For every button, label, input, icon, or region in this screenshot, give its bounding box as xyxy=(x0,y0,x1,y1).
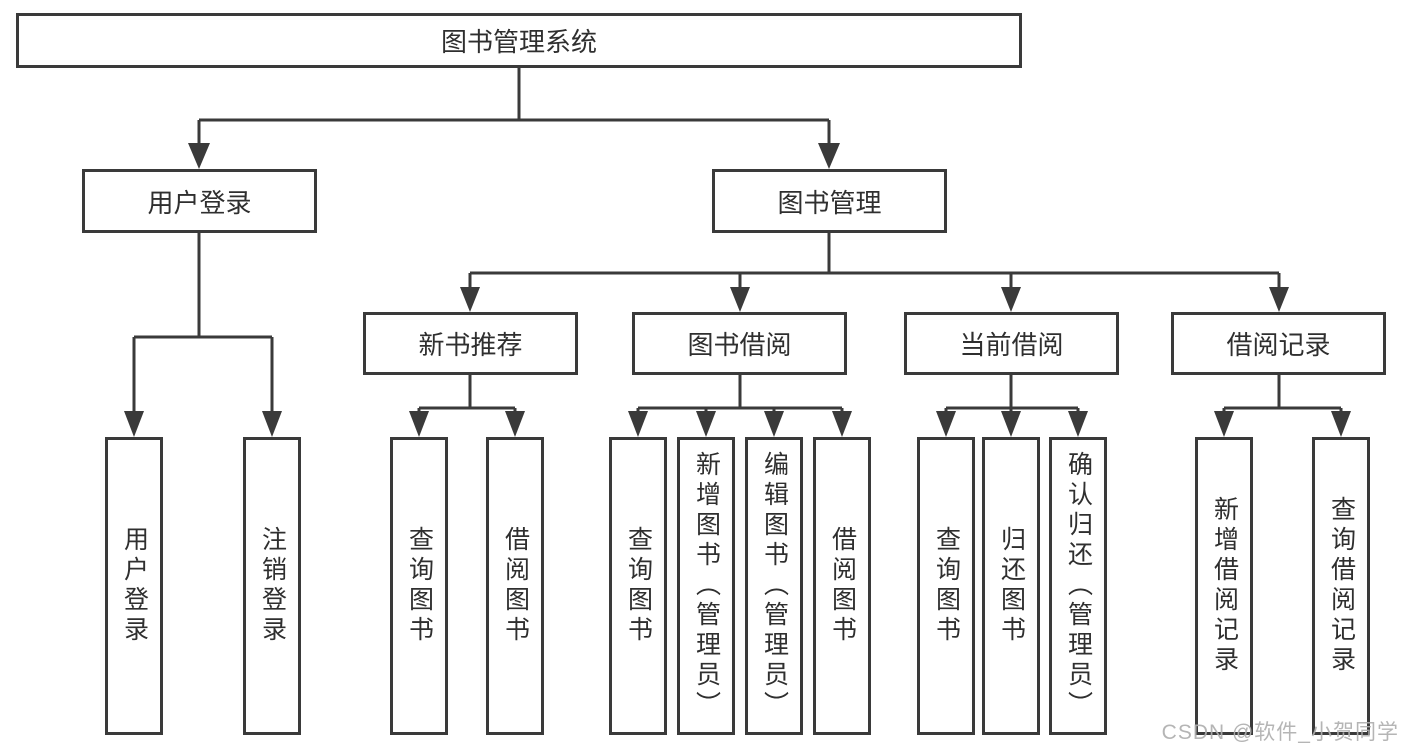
connector-borrowrecords-to-leaves xyxy=(1222,375,1343,422)
connector-root-to-level2 xyxy=(197,68,831,152)
arrow-down-icon xyxy=(1214,411,1234,437)
connector-userlogin-to-leaves xyxy=(132,233,274,420)
leaf-user-login: 用户登录 xyxy=(105,437,163,735)
connector-newbookrec-to-leaves xyxy=(417,375,517,422)
connector-bookmgmt-to-level3 xyxy=(468,233,1281,295)
arrow-down-icon xyxy=(1331,411,1351,437)
arrow-down-icon xyxy=(1001,287,1021,312)
leaf-query-books-borrow: 查询图书 xyxy=(609,437,667,735)
arrow-down-icon xyxy=(409,411,429,437)
arrow-down-icon xyxy=(188,143,210,169)
leaf-borrow-books-rec: 借阅图书 xyxy=(486,437,544,735)
leaf-borrow-books-borrow: 借阅图书 xyxy=(813,437,871,735)
leaf-add-books-admin: 新增图书（管理员） xyxy=(677,437,735,735)
arrow-down-icon xyxy=(460,287,480,312)
arrow-down-icon xyxy=(124,411,144,437)
arrow-down-icon xyxy=(1001,411,1021,437)
leaf-confirm-return-admin: 确认归还（管理员） xyxy=(1049,437,1107,735)
arrow-down-icon xyxy=(936,411,956,437)
arrow-down-icon xyxy=(696,411,716,437)
node-new-book-recommendation: 新书推荐 xyxy=(363,312,578,375)
leaf-query-borrow-record: 查询借阅记录 xyxy=(1312,437,1370,735)
arrow-down-icon xyxy=(1068,411,1088,437)
node-library-management-system: 图书管理系统 xyxy=(16,13,1022,68)
arrow-down-icon xyxy=(730,287,750,312)
arrow-down-icon xyxy=(818,143,840,169)
leaf-query-books-current: 查询图书 xyxy=(917,437,975,735)
node-user-login: 用户登录 xyxy=(82,169,317,233)
leaf-logout: 注销登录 xyxy=(243,437,301,735)
arrow-down-icon xyxy=(764,411,784,437)
arrow-down-icon xyxy=(1269,287,1289,312)
node-current-borrowing: 当前借阅 xyxy=(904,312,1119,375)
leaf-query-books-rec: 查询图书 xyxy=(390,437,448,735)
arrow-down-icon xyxy=(628,411,648,437)
arrow-down-icon xyxy=(832,411,852,437)
node-book-borrowing: 图书借阅 xyxy=(632,312,847,375)
node-book-management: 图书管理 xyxy=(712,169,947,233)
leaf-add-borrow-record: 新增借阅记录 xyxy=(1195,437,1253,735)
leaf-edit-books-admin: 编辑图书（管理员） xyxy=(745,437,803,735)
node-borrowing-records: 借阅记录 xyxy=(1171,312,1386,375)
arrow-down-icon xyxy=(505,411,525,437)
arrow-down-icon xyxy=(262,411,282,437)
csdn-watermark: CSDN @软件_小贺同学 xyxy=(1161,721,1399,744)
connector-bookborrow-to-leaves xyxy=(636,375,844,422)
leaf-return-books: 归还图书 xyxy=(982,437,1040,735)
